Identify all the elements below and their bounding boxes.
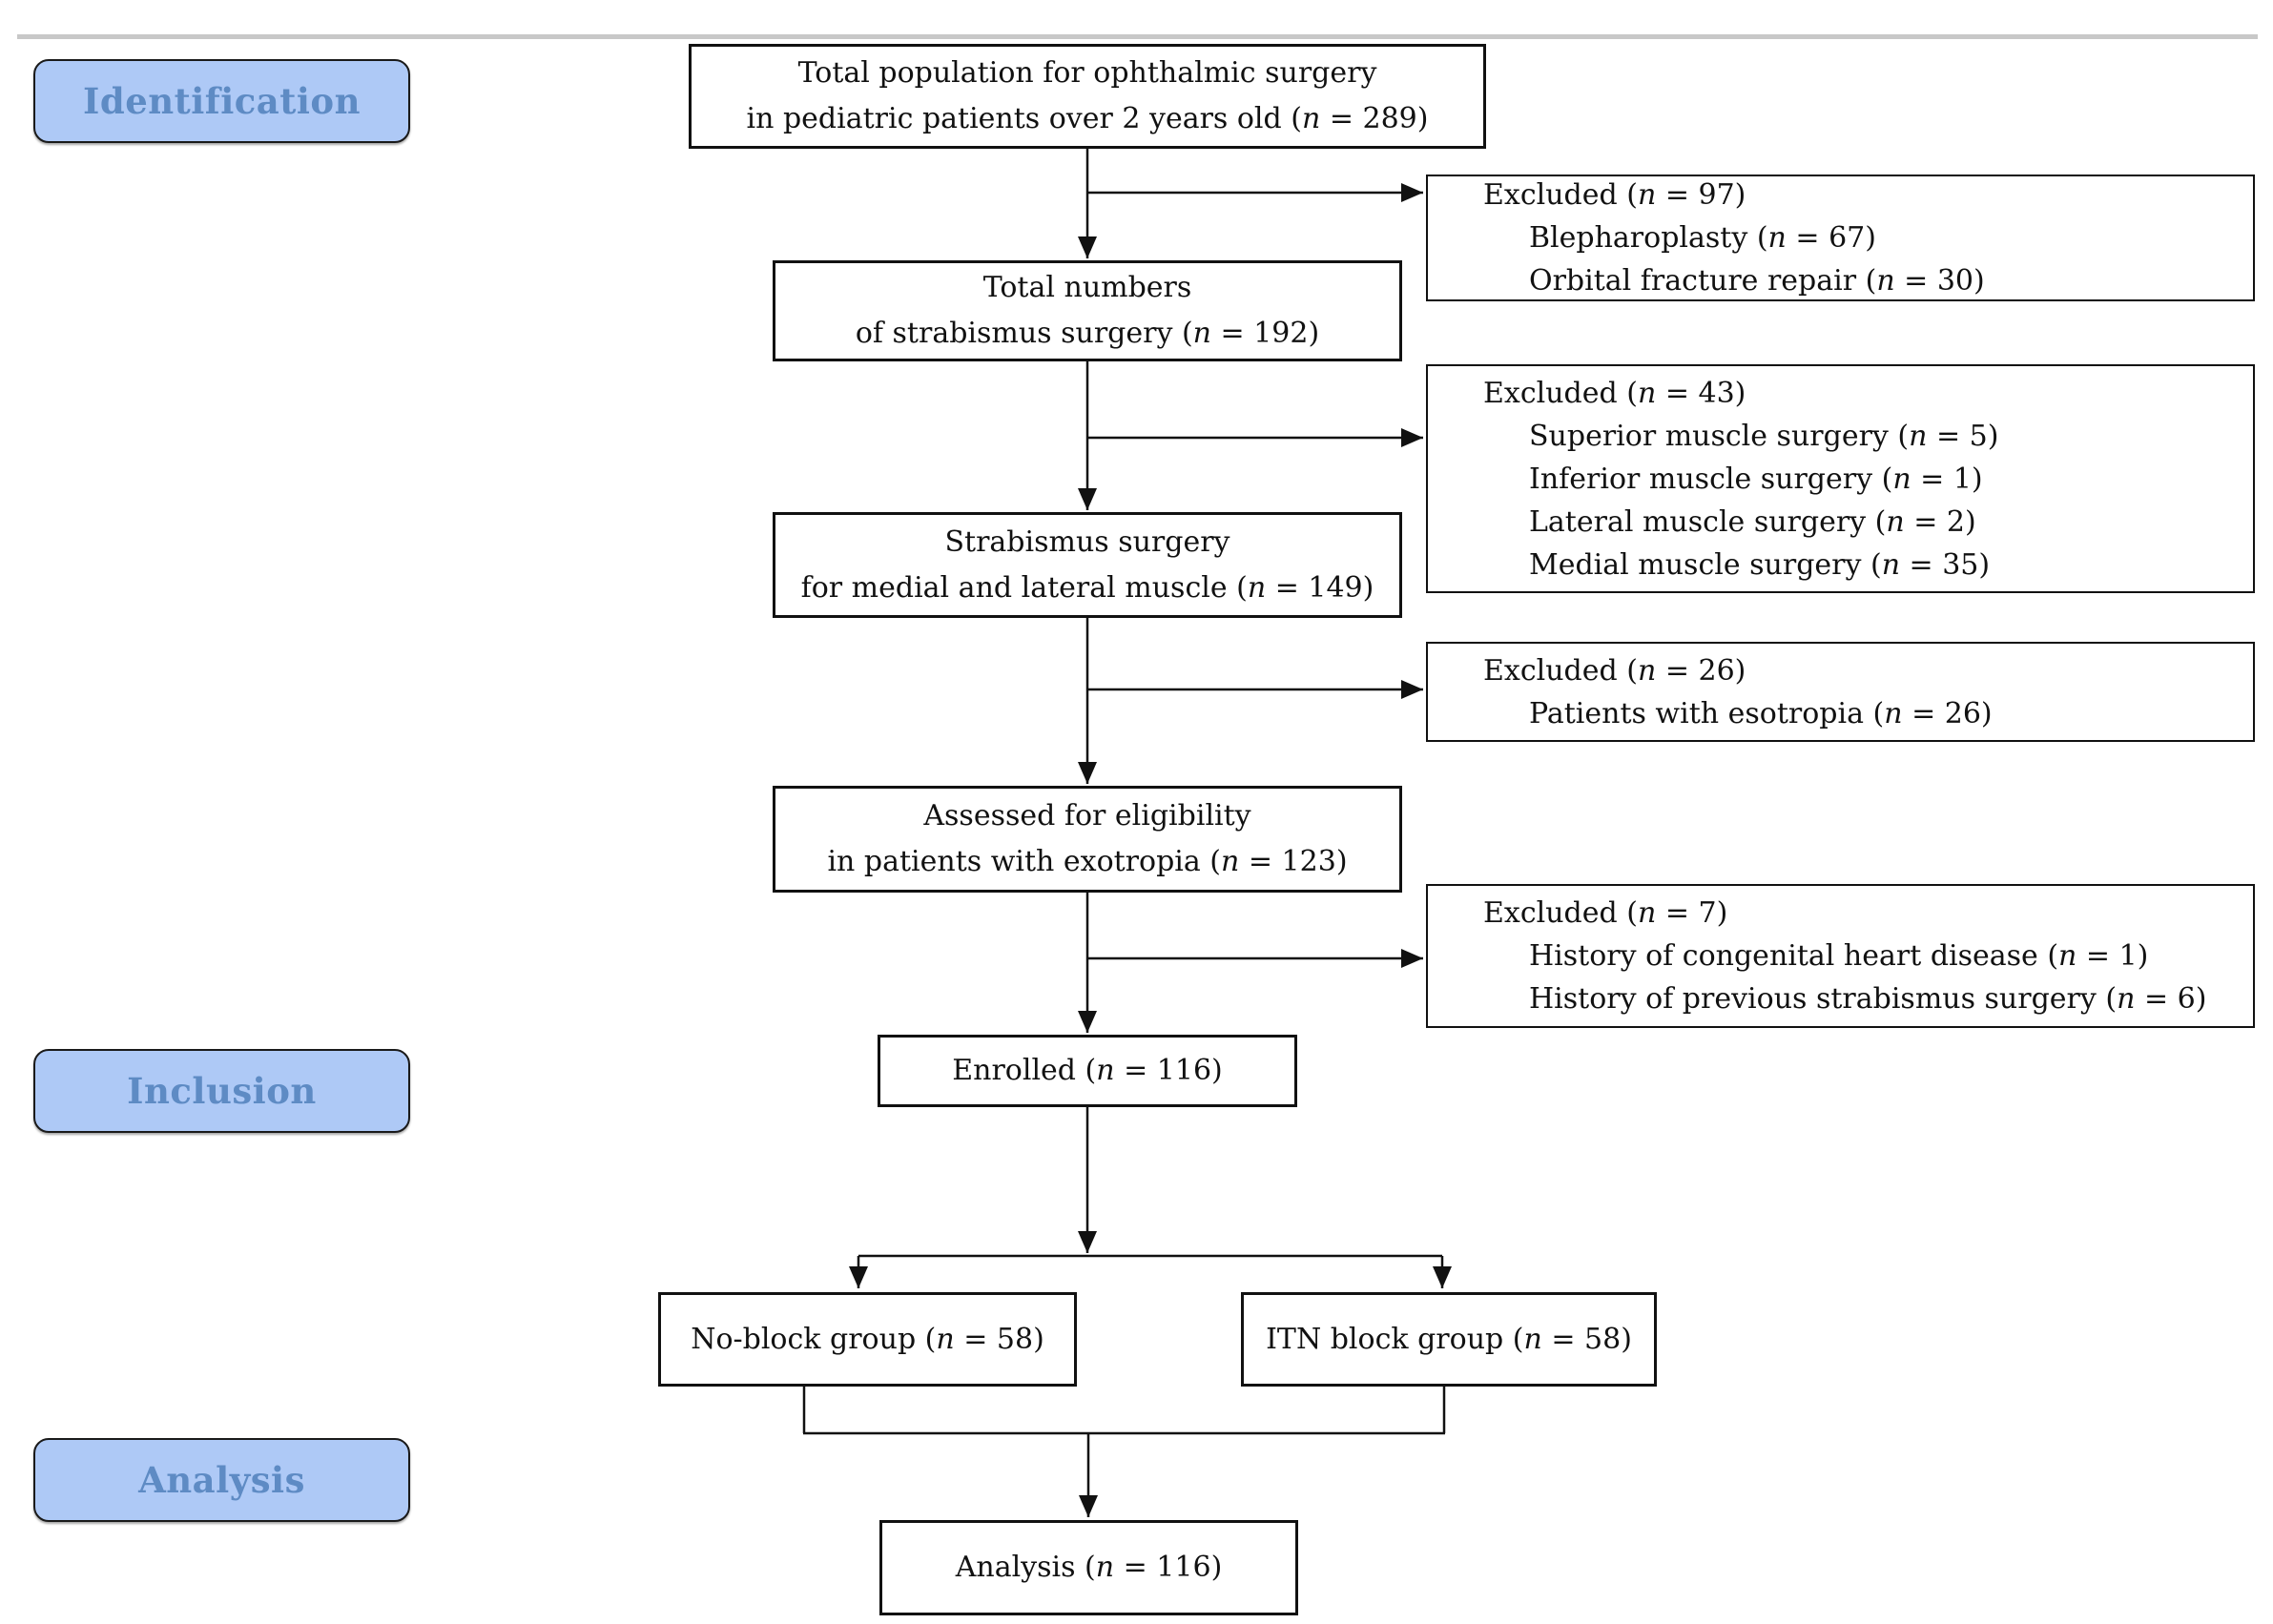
excluded-title: Excluded (n = 26) — [1483, 653, 1746, 688]
flow-box-line: for medial and lateral muscle (n = 149) — [800, 570, 1374, 605]
excluded-box-4: Excluded (n = 7) History of congenital h… — [1426, 884, 2255, 1028]
top-divider-rule — [17, 34, 2258, 39]
flow-box-assessed-eligibility: Assessed for eligibility in patients wit… — [773, 786, 1402, 893]
flow-box-line: in pediatric patients over 2 years old (… — [746, 102, 1429, 135]
flow-box-line: Assessed for eligibility — [923, 799, 1251, 833]
stage-label-identification: Identification — [33, 59, 410, 143]
stage-label-inclusion: Inclusion — [33, 1049, 410, 1133]
excluded-item: Blepharoplasty (n = 67) — [1529, 221, 1876, 255]
flow-box-itn-block-group: ITN block group (n = 58) — [1241, 1292, 1657, 1387]
stage-label-analysis: Analysis — [33, 1438, 410, 1522]
excluded-item: History of previous strabismus surgery (… — [1529, 982, 2207, 1016]
excluded-title: Excluded (n = 97) — [1483, 178, 1746, 212]
excluded-box-1: Excluded (n = 97) Blepharoplasty (n = 67… — [1426, 175, 2255, 301]
flow-box-total-population: Total population for ophthalmic surgery … — [689, 44, 1486, 149]
excluded-item: Orbital fracture repair (n = 30) — [1529, 264, 1985, 298]
excluded-item: Lateral muscle surgery (n = 2) — [1529, 504, 1976, 539]
flow-box-line: Total numbers — [982, 271, 1192, 304]
excluded-box-3: Excluded (n = 26) Patients with esotropi… — [1426, 642, 2255, 742]
flow-box-medial-lateral: Strabismus surgery for medial and latera… — [773, 512, 1402, 618]
excluded-item: Medial muscle surgery (n = 35) — [1529, 547, 1991, 582]
excluded-item: Superior muscle surgery (n = 5) — [1529, 419, 1999, 453]
excluded-title: Excluded (n = 43) — [1483, 376, 1746, 410]
excluded-box-2: Excluded (n = 43) Superior muscle surger… — [1426, 364, 2255, 593]
flow-box-line: Analysis (n = 116) — [955, 1551, 1223, 1584]
flow-box-line: of strabismus surgery (n = 192) — [855, 317, 1320, 350]
excluded-item: Inferior muscle surgery (n = 1) — [1529, 462, 1983, 496]
flow-box-line: Strabismus surgery — [944, 524, 1230, 559]
flow-box-line: ITN block group (n = 58) — [1266, 1322, 1632, 1356]
flow-box-line: Enrolled (n = 116) — [952, 1054, 1223, 1087]
flow-box-analysis: Analysis (n = 116) — [879, 1520, 1298, 1615]
flow-box-enrolled: Enrolled (n = 116) — [878, 1035, 1297, 1107]
flow-box-line: in patients with exotropia (n = 123) — [827, 845, 1348, 878]
excluded-item: Patients with esotropia (n = 26) — [1529, 696, 1993, 730]
flow-box-strabismus-total: Total numbers of strabismus surgery (n =… — [773, 260, 1402, 361]
excluded-title: Excluded (n = 7) — [1483, 896, 1728, 930]
flow-box-no-block-group: No-block group (n = 58) — [658, 1292, 1077, 1387]
flow-box-line: No-block group (n = 58) — [691, 1322, 1044, 1356]
flow-box-line: Total population for ophthalmic surgery — [797, 56, 1377, 90]
excluded-item: History of congenital heart disease (n =… — [1529, 939, 2149, 973]
